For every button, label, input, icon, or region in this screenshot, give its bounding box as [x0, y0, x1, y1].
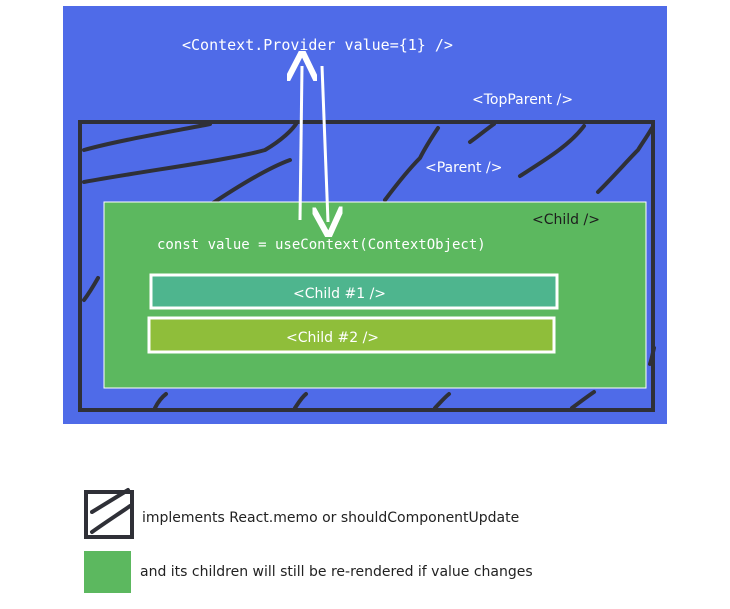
parent-label: <Parent /> [425, 160, 502, 176]
child-label: <Child /> [532, 212, 600, 228]
arrow-down [322, 65, 328, 222]
legend-text-memo: implements React.memo or shouldComponent… [142, 510, 519, 526]
use-context-label: const value = useContext(ContextObject) [157, 237, 486, 253]
child1-box [149, 273, 559, 310]
child2-label: <Child #2 /> [286, 330, 379, 346]
legend-text-green: and its children will still be re-render… [140, 564, 533, 580]
arrow-up [300, 66, 302, 221]
legend-swatch-memo [84, 488, 134, 539]
child2-box [147, 316, 556, 354]
top-parent-label: <TopParent /> [472, 92, 573, 108]
parent-box [78, 120, 656, 412]
legend: implements React.memo or shouldComponent… [84, 488, 533, 593]
legend-swatch-green [84, 551, 131, 593]
memo-hatch-strokes [82, 122, 656, 410]
child1-label: <Child #1 /> [293, 286, 386, 302]
provider-label: <Context.Provider value={1} /> [182, 36, 453, 54]
